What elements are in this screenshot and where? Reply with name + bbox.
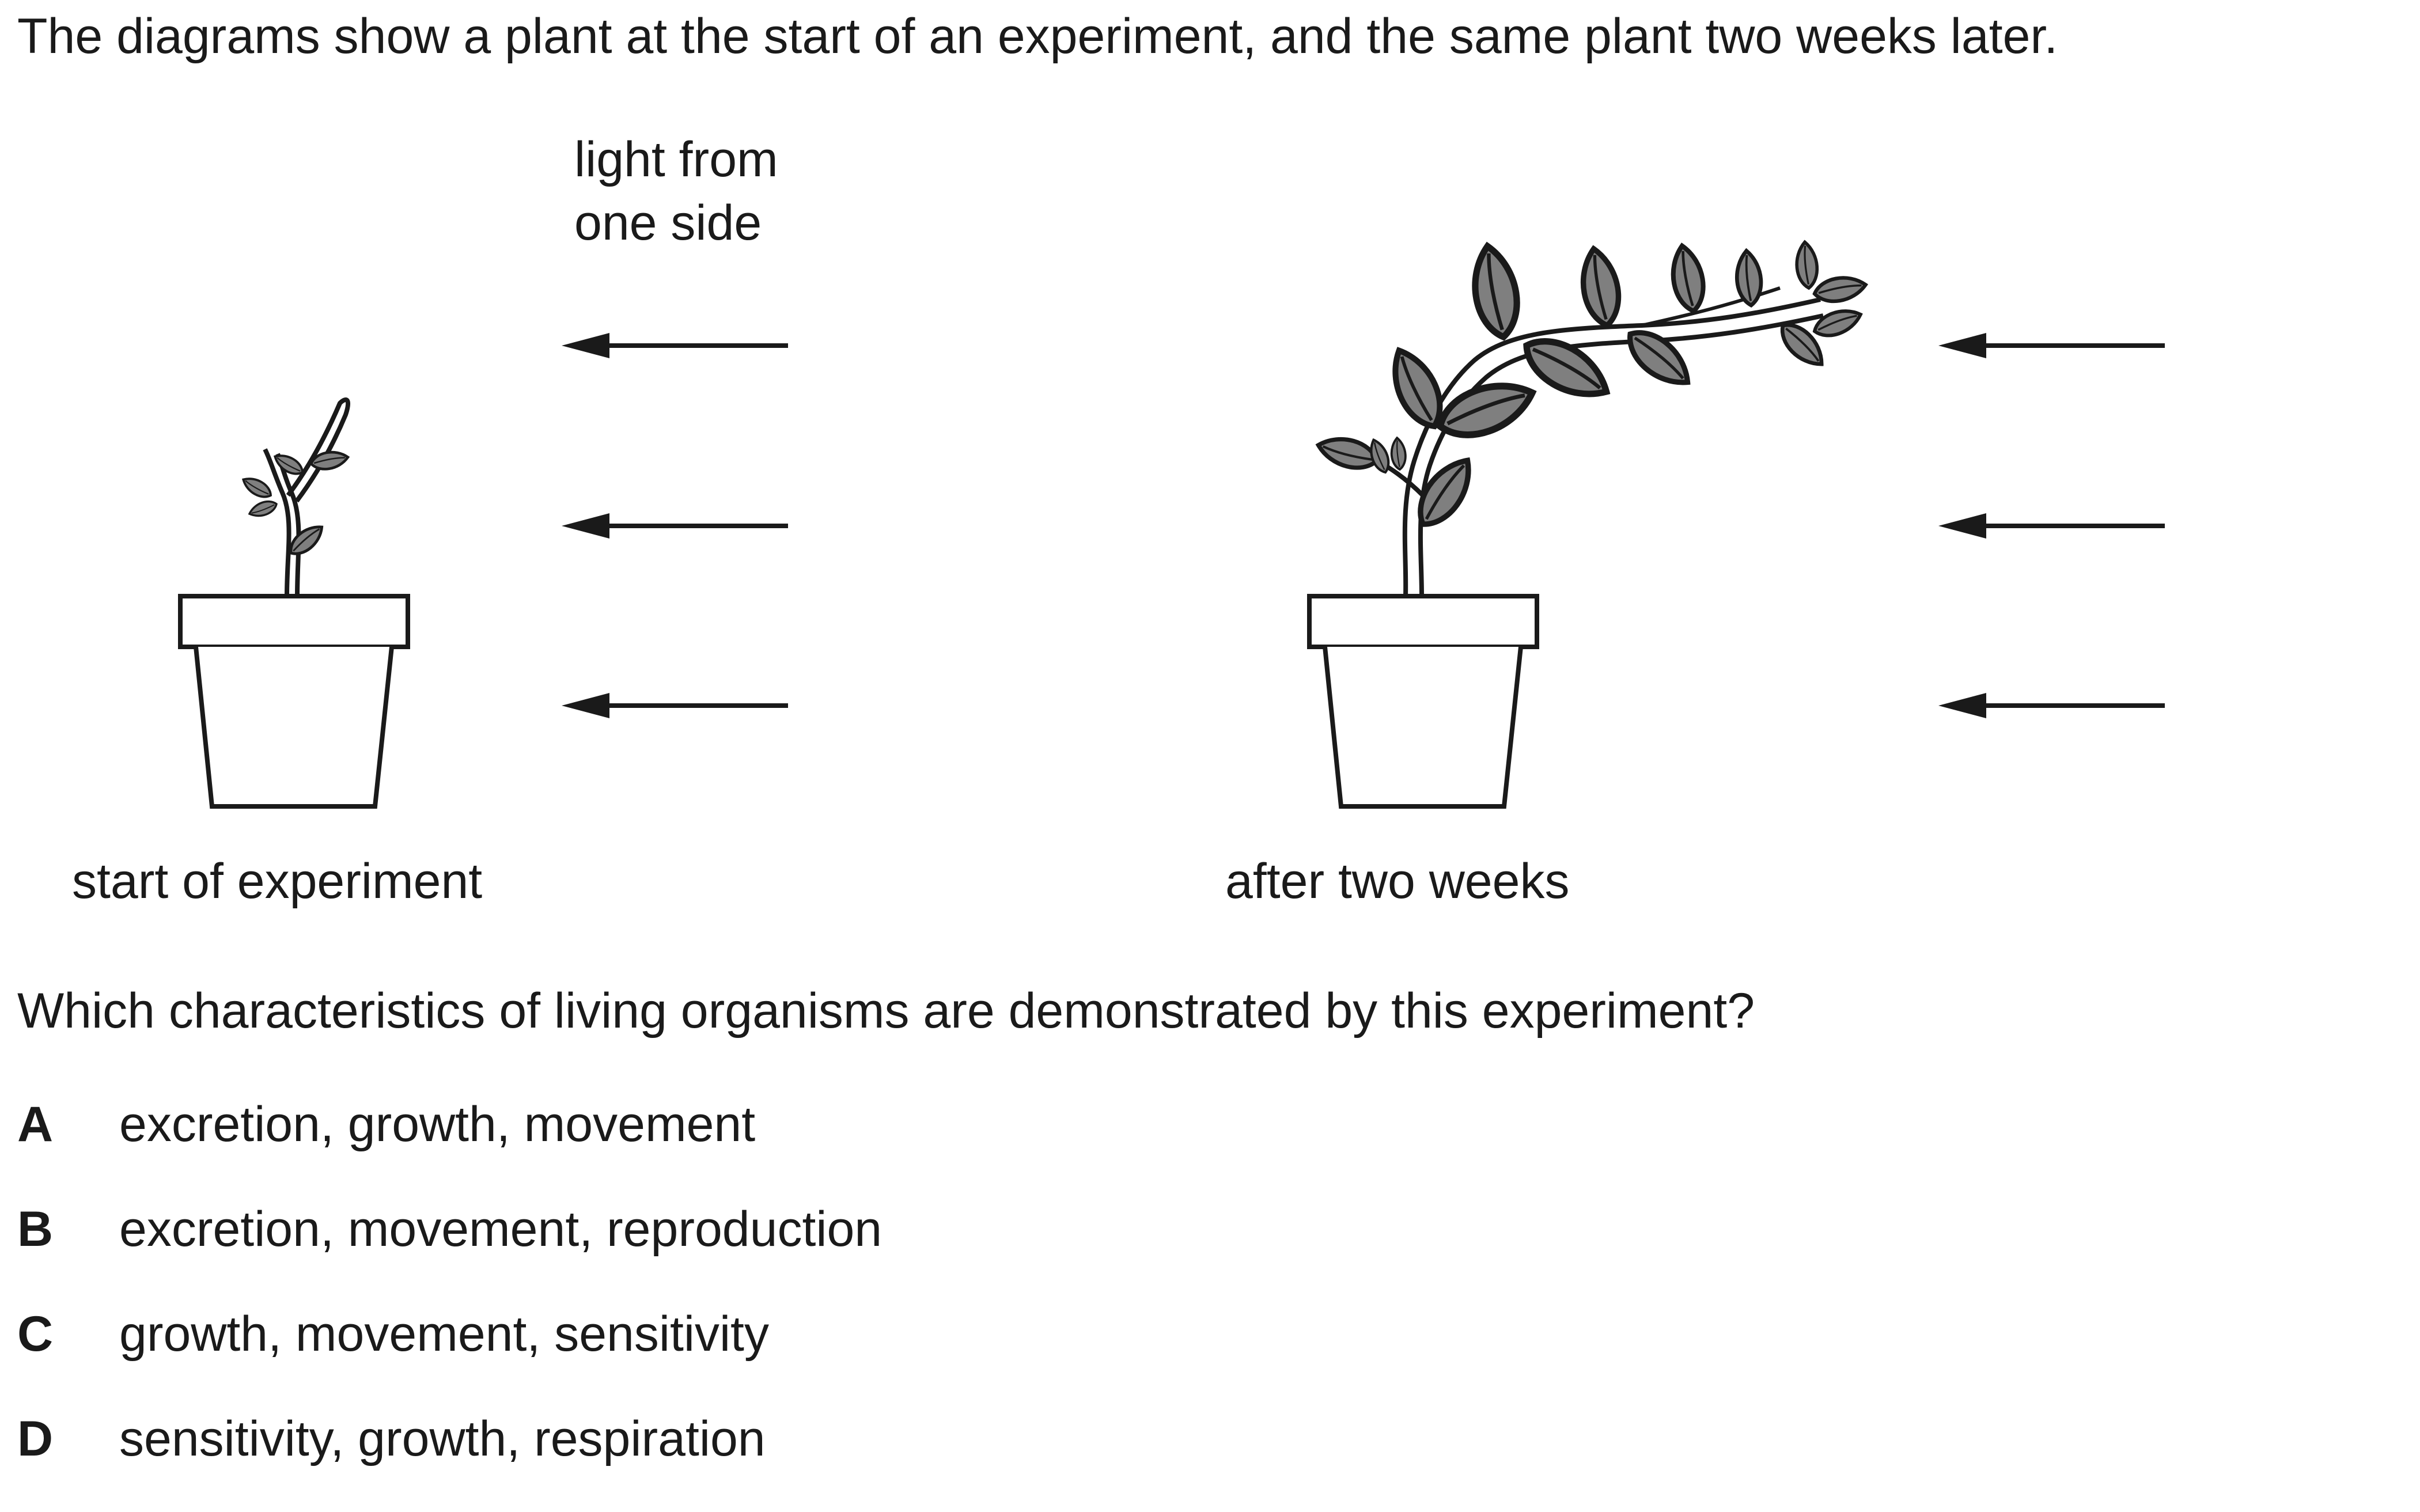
option-a[interactable]: A excretion, growth, movement xyxy=(17,1093,1400,1198)
option-letter: D xyxy=(17,1411,54,1466)
option-letter: C xyxy=(17,1306,54,1362)
option-text: growth, movement, sensitivity xyxy=(119,1306,769,1362)
after-pot xyxy=(1307,594,1539,809)
answer-options: A excretion, growth, movement B excretio… xyxy=(17,1093,1400,1512)
start-pot xyxy=(178,594,410,809)
option-b[interactable]: B excretion, movement, reproduction xyxy=(17,1198,1400,1302)
experiment-diagram xyxy=(178,0,2165,809)
option-c[interactable]: C growth, movement, sensitivity xyxy=(17,1302,1400,1407)
light-arrows-right xyxy=(1938,333,2165,718)
option-letter: A xyxy=(17,1097,54,1152)
option-d[interactable]: D sensitivity, growth, respiration xyxy=(17,1407,1400,1512)
question-intro: The diagrams show a plant at the start o… xyxy=(17,9,2058,64)
light-direction-label: light from one side xyxy=(574,132,778,251)
caption-start-of-experiment: start of experiment xyxy=(72,854,483,909)
start-plant xyxy=(238,397,349,597)
question-prompt: Which characteristics of living organism… xyxy=(17,983,1755,1039)
option-text: sensitivity, growth, respiration xyxy=(119,1411,766,1466)
question-page: The diagrams show a plant at the start o… xyxy=(17,0,2165,1466)
light-arrows-left xyxy=(562,333,788,718)
caption-after-two-weeks: after two weeks xyxy=(1225,854,1570,909)
option-letter: B xyxy=(17,1202,54,1257)
option-text: excretion, growth, movement xyxy=(119,1097,756,1152)
after-plant xyxy=(1315,241,1868,597)
option-text: excretion, movement, reproduction xyxy=(119,1202,883,1257)
